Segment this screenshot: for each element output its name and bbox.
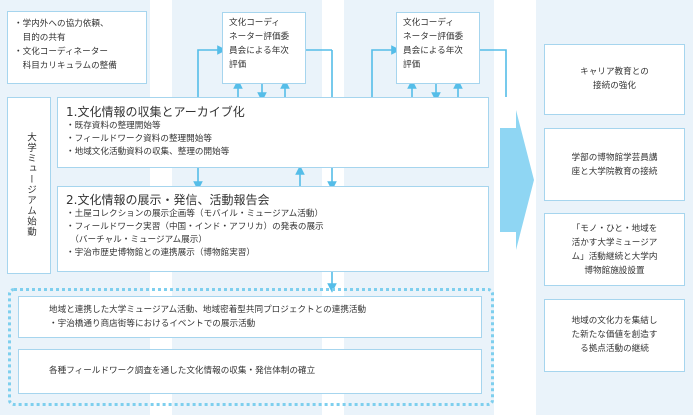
step1-item: ・既存資料の整理開始等	[66, 121, 161, 131]
step2-item: ・宇治市歴史博物館との連携展示（博物館実習）	[66, 248, 255, 258]
outcome-line: 博物館施設設置	[584, 266, 645, 276]
bottom-box-1: 地域と連携した大学ミュージアム活動、地域密着型共同プロジェクトとの連携活動 ・宇…	[18, 296, 482, 338]
bottom-box-1-line: 地域と連携した大学ミュージアム活動、地域密着型共同プロジェクトとの連携活動	[49, 305, 367, 315]
step1-title: 1.文化情報の収集とアーカイブ化	[66, 105, 245, 119]
side-label-box: 大学ミュージアム始動	[7, 97, 51, 274]
outcome-box-2: 学部の博物館学芸員講 座と大学院教育の接続	[544, 128, 685, 201]
outcome-line: 座と大学院教育の接続	[571, 167, 658, 177]
step2-box: 2.文化情報の展示・発信、活動報告会 ・土屋コレクションの展示企画等（モバイル・…	[57, 186, 489, 272]
outcome-line: 「モノ・ひと・地域を	[571, 224, 658, 234]
note-line: ・学内外への協力依頼、	[14, 19, 109, 29]
step1-item: ・地域文化活動資料の収集、整理の開始等	[66, 147, 230, 157]
bottom-box-1-line: ・宇治橋通り商店街等におけるイベントでの展示活動	[49, 319, 256, 329]
step2-item: （バーチャル・ミュージアム展示）	[66, 235, 207, 245]
note-line: 目的の共有	[14, 33, 66, 43]
outcome-box-3: 「モノ・ひと・地域を 活かす大学ミュージア ム」活動継続と大学内 博物館施設設置	[544, 213, 685, 286]
step2-item: ・土屋コレクションの展示企画等（モバイル・ミュージアム活動）	[66, 209, 324, 219]
outcome-line: 地域の文化力を集結し	[571, 316, 658, 326]
outcome-line: 接続の強化	[593, 81, 636, 91]
committee-box-1: 文化コーディ ネーター評価委 員会による年次 評価	[222, 12, 306, 84]
bottom-box-2: 各種フィールドワーク調査を通した文化情報の収集・発信体制の確立	[18, 349, 482, 394]
outcome-line: 学部の博物館学芸員講	[571, 153, 658, 163]
outcome-line: た新たな価値を創造す	[571, 330, 658, 340]
committee-line: 評価	[403, 60, 421, 70]
outcome-line: る拠点活動の継続	[580, 344, 649, 354]
committee-line: ネーター評価委	[229, 32, 290, 42]
note-line: 科目カリキュラムの整備	[14, 61, 117, 71]
outcome-line: ム」活動継続と大学内	[571, 252, 658, 262]
note-line: ・文化コーディネーター	[14, 47, 108, 57]
committee-line: 文化コーディ	[229, 18, 280, 28]
committee-box-2: 文化コーディ ネーター評価委 員会による年次 評価	[396, 12, 480, 84]
outcome-line: 活かす大学ミュージア	[571, 238, 658, 248]
side-label: 大学ミュージアム始動	[25, 132, 36, 237]
committee-line: ネーター評価委	[403, 32, 464, 42]
top-left-note: ・学内外への協力依頼、 目的の共有 ・文化コーディネーター 科目カリキュラムの整…	[7, 11, 147, 84]
outcome-box-1: キャリア教育との 接続の強化	[544, 44, 685, 115]
committee-line: 員会による年次	[229, 46, 289, 56]
step2-title: 2.文化情報の展示・発信、活動報告会	[66, 193, 270, 207]
step1-box: 1.文化情報の収集とアーカイブ化 ・既存資料の整理開始等 ・フィールドワーク資料…	[57, 97, 489, 168]
committee-line: 評価	[229, 60, 247, 70]
step1-item: ・フィールドワーク資料の整理開始等	[66, 134, 212, 144]
step2-item: ・フィールドワーク実習（中国・インド・アフリカ）の発表の展示	[66, 222, 324, 232]
outcome-box-4: 地域の文化力を集結し た新たな価値を創造す る拠点活動の継続	[544, 299, 685, 372]
bottom-box-2-text: 各種フィールドワーク調査を通した文化情報の収集・発信体制の確立	[49, 366, 316, 376]
dotted-group	[8, 288, 494, 406]
committee-line: 員会による年次	[403, 46, 463, 56]
committee-line: 文化コーディ	[403, 18, 454, 28]
outcome-line: キャリア教育との	[580, 67, 649, 77]
